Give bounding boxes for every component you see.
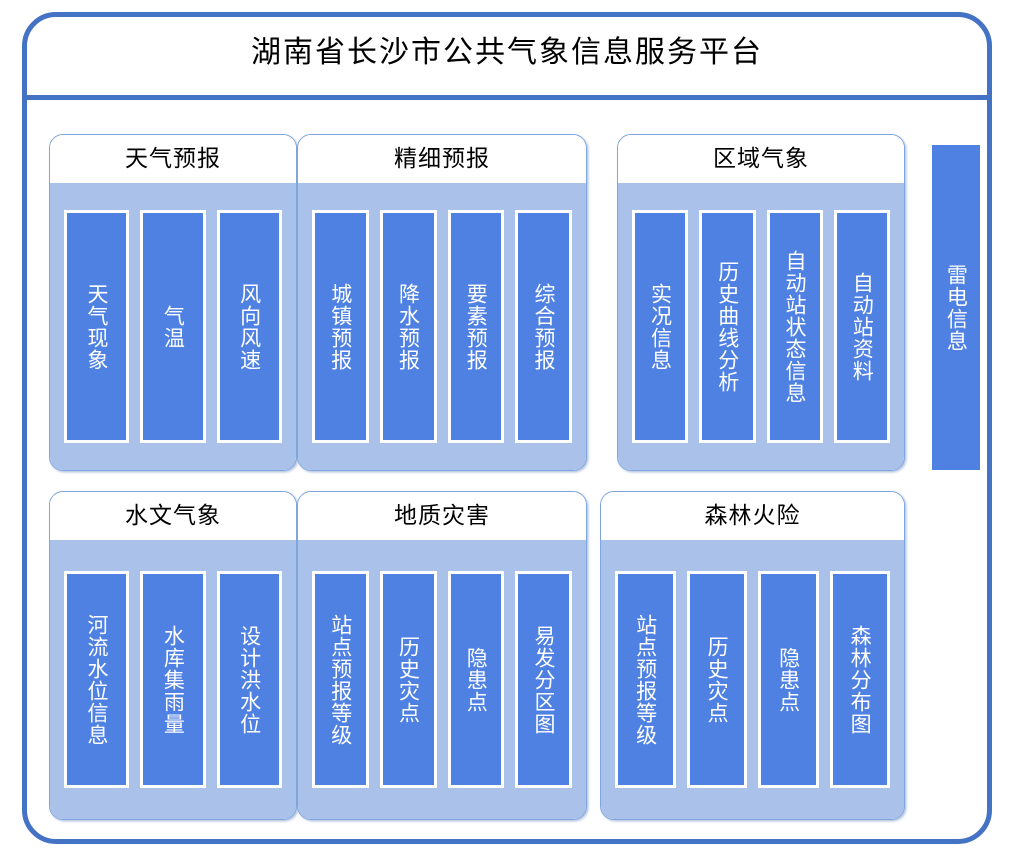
group-header-hydro-meteorology: 水文气象 bbox=[50, 492, 296, 540]
module-tile[interactable]: 站点预报等级 bbox=[615, 571, 676, 788]
module-tile[interactable]: 实况信息 bbox=[632, 210, 689, 443]
module-tile-label: 天气现象 bbox=[85, 282, 109, 371]
module-tile[interactable]: 站点预报等级 bbox=[312, 571, 369, 788]
module-tile[interactable]: 自动站资料 bbox=[833, 210, 890, 443]
module-tile[interactable]: 要素预报 bbox=[447, 210, 505, 443]
group-card-hydro-meteorology[interactable]: 水文气象 河流水位信息 水库集雨量 设计洪水位 bbox=[49, 491, 297, 820]
group-header-weather-forecast: 天气预报 bbox=[50, 135, 296, 183]
module-tile[interactable]: 历史灾点 bbox=[686, 571, 747, 788]
module-tile-label: 要素预报 bbox=[464, 282, 489, 371]
module-tile[interactable]: 隐患点 bbox=[447, 571, 505, 788]
group-title: 天气预报 bbox=[125, 145, 221, 172]
module-tile[interactable]: 易发分区图 bbox=[515, 571, 572, 788]
module-tile-label: 河流水位信息 bbox=[85, 613, 109, 746]
group-title: 水文气象 bbox=[125, 502, 221, 529]
module-tile-lightning-info[interactable]: 雷电信息 bbox=[932, 145, 980, 470]
platform-frame: 湖南省长沙市公共气象信息服务平台 天气预报 天气现象 气温 风向风速 bbox=[22, 12, 992, 844]
module-tile-label: 综合预报 bbox=[531, 282, 556, 371]
platform-title-bar: 湖南省长沙市公共气象信息服务平台 bbox=[27, 17, 987, 100]
module-tile-label: 历史曲线分析 bbox=[715, 260, 740, 393]
module-tile[interactable]: 历史灾点 bbox=[379, 571, 437, 788]
group-header-regional-meteorology: 区域气象 bbox=[618, 135, 904, 183]
module-tile-label: 风向风速 bbox=[237, 282, 262, 371]
group-card-forest-fire-risk[interactable]: 森林火险 站点预报等级 历史灾点 隐患点 森林分布图 bbox=[600, 491, 905, 820]
group-header-forest-fire-risk: 森林火险 bbox=[601, 492, 904, 540]
module-tile-label: 隐患点 bbox=[464, 646, 489, 713]
module-tile[interactable]: 风向风速 bbox=[216, 210, 282, 443]
group-title: 精细预报 bbox=[394, 145, 490, 172]
module-tile-label: 易发分区图 bbox=[531, 624, 556, 735]
module-tile[interactable]: 降水预报 bbox=[379, 210, 437, 443]
module-tile-label: 隐患点 bbox=[776, 646, 801, 713]
module-tile[interactable]: 河流水位信息 bbox=[64, 571, 130, 788]
group-body-regional-meteorology: 实况信息 历史曲线分析 自动站状态信息 自动站资料 bbox=[618, 183, 904, 470]
group-card-fine-forecast[interactable]: 精细预报 城镇预报 降水预报 要素预报 综合预报 bbox=[297, 134, 587, 471]
module-tile-label: 水库集雨量 bbox=[161, 624, 186, 735]
module-tile-label: 雷电信息 bbox=[944, 263, 969, 352]
page-title: 湖南省长沙市公共气象信息服务平台 bbox=[251, 35, 763, 70]
group-body-fine-forecast: 城镇预报 降水预报 要素预报 综合预报 bbox=[298, 183, 586, 470]
group-title: 区域气象 bbox=[713, 145, 809, 172]
group-body-forest-fire-risk: 站点预报等级 历史灾点 隐患点 森林分布图 bbox=[601, 540, 904, 819]
module-tile[interactable]: 森林分布图 bbox=[829, 571, 890, 788]
module-tile[interactable]: 气温 bbox=[140, 210, 206, 443]
module-tile[interactable]: 天气现象 bbox=[64, 210, 130, 443]
module-tile-label: 历史灾点 bbox=[705, 635, 730, 724]
group-body-geological-hazard: 站点预报等级 历史灾点 隐患点 易发分区图 bbox=[298, 540, 586, 819]
group-body-weather-forecast: 天气现象 气温 风向风速 bbox=[50, 183, 296, 470]
group-card-regional-meteorology[interactable]: 区域气象 实况信息 历史曲线分析 自动站状态信息 自动站资料 bbox=[617, 134, 905, 471]
module-tile-label: 气温 bbox=[161, 304, 186, 349]
module-tile-label: 城镇预报 bbox=[328, 282, 353, 371]
module-tile[interactable]: 隐患点 bbox=[758, 571, 819, 788]
group-header-fine-forecast: 精细预报 bbox=[298, 135, 586, 183]
module-tile-label: 站点预报等级 bbox=[633, 613, 658, 746]
module-tile[interactable]: 历史曲线分析 bbox=[699, 210, 756, 443]
module-tile-label: 设计洪水位 bbox=[237, 624, 262, 735]
module-tile-label: 自动站状态信息 bbox=[782, 249, 807, 404]
module-tile-label: 站点预报等级 bbox=[328, 613, 353, 746]
module-tile-label: 自动站资料 bbox=[850, 271, 875, 382]
group-body-hydro-meteorology: 河流水位信息 水库集雨量 设计洪水位 bbox=[50, 540, 296, 819]
module-tile[interactable]: 水库集雨量 bbox=[140, 571, 206, 788]
module-tile[interactable]: 设计洪水位 bbox=[216, 571, 282, 788]
module-tile[interactable]: 自动站状态信息 bbox=[766, 210, 823, 443]
module-tile-label: 实况信息 bbox=[648, 282, 673, 371]
group-title: 森林火险 bbox=[704, 502, 801, 529]
group-title: 地质灾害 bbox=[394, 502, 490, 529]
module-tile-label: 降水预报 bbox=[396, 282, 421, 371]
module-tile[interactable]: 城镇预报 bbox=[312, 210, 369, 443]
group-header-geological-hazard: 地质灾害 bbox=[298, 492, 586, 540]
group-card-weather-forecast[interactable]: 天气预报 天气现象 气温 风向风速 bbox=[49, 134, 297, 471]
modules-content-area: 天气预报 天气现象 气温 风向风速 精细预报 城镇预报 bbox=[27, 100, 987, 844]
module-tile-label: 历史灾点 bbox=[396, 635, 421, 724]
module-tile-label: 森林分布图 bbox=[848, 624, 873, 735]
group-card-geological-hazard[interactable]: 地质灾害 站点预报等级 历史灾点 隐患点 易发分区图 bbox=[297, 491, 587, 820]
module-tile[interactable]: 综合预报 bbox=[515, 210, 572, 443]
